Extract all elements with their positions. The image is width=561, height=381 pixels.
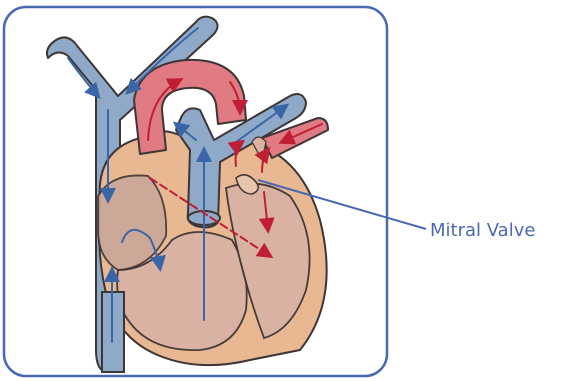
callout-label: Mitral Valve: [430, 220, 535, 241]
